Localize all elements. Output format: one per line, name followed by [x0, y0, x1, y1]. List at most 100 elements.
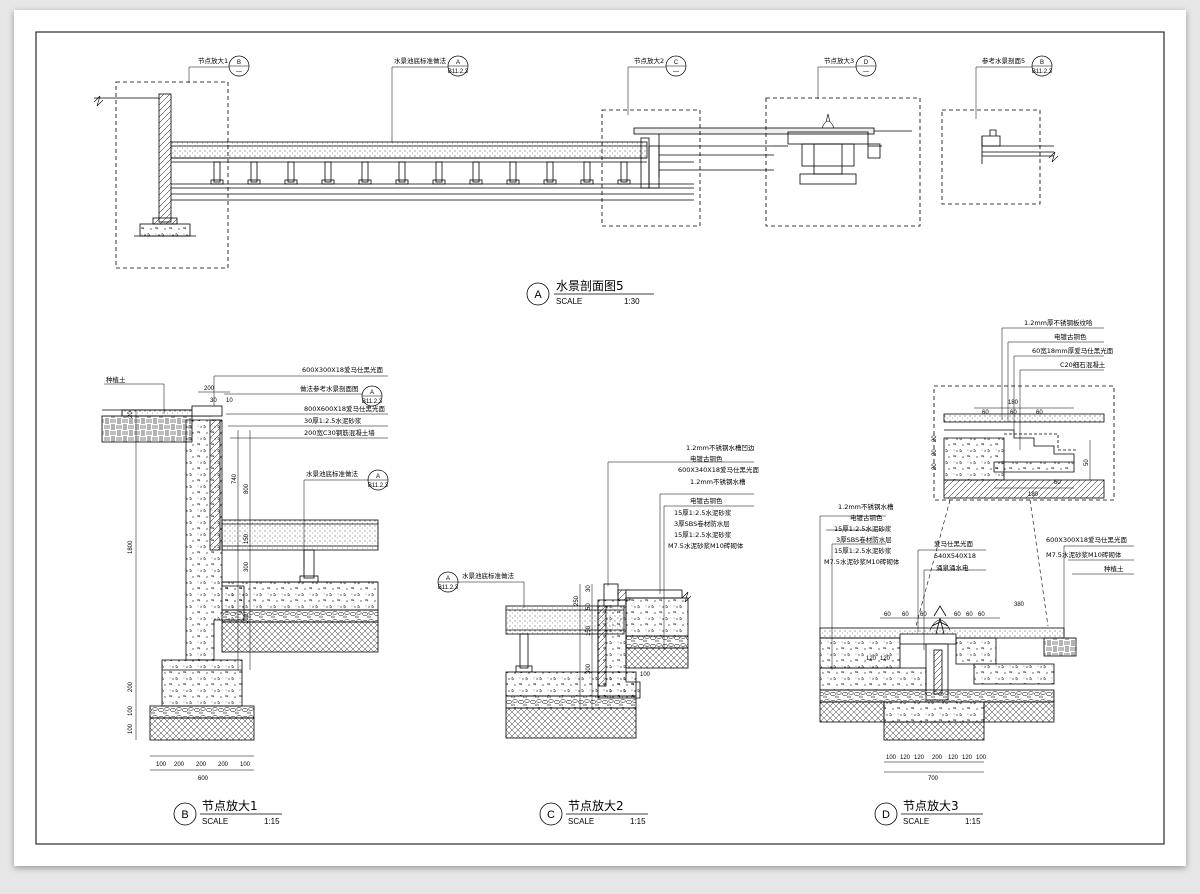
scale-value: 1:15: [965, 817, 981, 826]
dim-c-2: 250: [574, 595, 580, 606]
pedestal-support: [324, 161, 332, 183]
pedestal-support: [583, 161, 591, 183]
dim-c-5: 300: [586, 663, 592, 674]
dim-d-top-2: 60: [902, 612, 909, 618]
title-detail-b: B 节点放大1 SCALE 1:15: [173, 798, 282, 826]
note-d-top-1: 1.2mm厚不锈钢板纹哈: [1024, 318, 1093, 327]
dim-d-inset-5: 20: [932, 435, 938, 442]
scale-label: SCALE: [903, 817, 929, 826]
scale-value: 1:30: [624, 297, 640, 306]
dim-d-left-1: 120: [866, 656, 877, 662]
note-c-1: 1.2mm不锈钢水槽凹边: [686, 443, 755, 452]
dim-d-inset-7: 50: [1084, 459, 1090, 466]
note-d-right-1: 600X300X18爱马仕黑光面: [1046, 535, 1127, 544]
ref-letter: A: [370, 390, 374, 396]
pedestal-base: [358, 179, 372, 185]
scale-label: SCALE: [568, 817, 594, 826]
pedestal-base: [432, 179, 446, 185]
dim-d-left-2: 120: [880, 656, 891, 662]
dim-d-top-4: 60: [954, 612, 961, 618]
title-letter: A: [534, 289, 542, 301]
note-d-left-6: M7.5水泥砂浆M10砖砌体: [824, 557, 900, 566]
ref-sheet: B11.2.3: [368, 483, 389, 489]
dim-b-bottom-4: 200: [218, 762, 229, 768]
dim-b-inner-4: 300: [244, 561, 250, 572]
pedestal-base: [580, 179, 594, 185]
note-d-left-1: 1.2mm不锈钢水槽: [838, 502, 894, 511]
note-c-5: 电镀古铜色: [690, 496, 723, 505]
planting-soil-label: 种植土: [106, 375, 126, 384]
note-b-4: 30厚1:2.5水泥砂浆: [304, 416, 362, 425]
detail-c-drawing: [448, 461, 754, 739]
pedestal-support: [287, 161, 295, 183]
pedestal-base: [506, 179, 520, 185]
title-detail-c: C 节点放大2 SCALE 1:15: [539, 798, 648, 826]
ref-sheet: B11.2.3: [438, 585, 459, 591]
cad-drawing: 节点放大1 B — 水景池底标准做法 A B11.2.3 节点放大2 C — 节…: [35, 31, 1165, 845]
scale-label: SCALE: [556, 297, 582, 306]
note-d-top-4: C20细石混凝土: [1060, 360, 1106, 369]
dim-b-left-5: 100: [128, 723, 134, 734]
dim-b-left-1: 20: [128, 411, 134, 418]
dim-b-bottom-1: 100: [156, 762, 167, 768]
dim-d-inset-4: 60: [1036, 410, 1043, 416]
note-c-3: 600X340X18爱马仕黑光面: [678, 465, 759, 474]
dim-d-bottom-5: 120: [948, 755, 959, 761]
dim-b-bottom-3: 200: [196, 762, 207, 768]
note-d-mid-1: 爱马仕黑光面: [934, 539, 974, 548]
section-a-drawing: [93, 66, 1059, 269]
pedestal-support: [213, 161, 221, 183]
dim-b-top-1: 200: [204, 386, 215, 392]
callout-label: 参考水景剖面5: [982, 56, 1025, 65]
pedestal-base: [469, 179, 483, 185]
note-c-left: 水景池底标准做法: [462, 571, 515, 580]
callout-label: 节点放大2: [634, 56, 664, 65]
dim-d-bottom-3: 120: [914, 755, 925, 761]
note-b-1: 600X300X18爱马仕黑光面: [302, 365, 383, 374]
callout-letter: B: [237, 60, 241, 66]
callout-label: 节点放大1: [198, 56, 228, 65]
dim-d-inset-2: 60: [982, 410, 989, 416]
pedestal-base: [247, 179, 261, 185]
note-d-left-5: 15厚1:2.5水泥砂浆: [834, 546, 892, 555]
callout-sheet: —: [863, 69, 869, 75]
scale-value: 1:15: [630, 817, 646, 826]
callout-pool-bottom: 水景池底标准做法 A B11.2.3: [394, 55, 469, 77]
dim-d-inset-6: 20: [932, 449, 938, 456]
callout-sheet: —: [236, 69, 242, 75]
callout-reference: 参考水景剖面5 B B11.2.3: [982, 55, 1053, 77]
pedestal-base: [543, 179, 557, 185]
dim-b-left-3: 200: [128, 681, 134, 692]
dim-d-bottom-4: 200: [932, 755, 943, 761]
note-b-3: 800X600X18爱马仕黑光面: [304, 404, 385, 413]
dimensions-detail-b: 100 200 200 200 100 600 20 1800 200 100 …: [128, 386, 251, 782]
dim-b-inner-1: 740: [232, 473, 238, 484]
note-b-5: 200宽C30钢筋混凝土墙: [304, 428, 375, 437]
dim-b-inner-3: 150: [244, 533, 250, 544]
callout-letter: B: [1040, 60, 1044, 66]
dim-c-1: 30: [586, 585, 592, 592]
dimensions-detail-d: 180 60 60 60 20 20 50 20 180 60 60 60 60…: [866, 400, 1090, 782]
dim-c-4: 150: [586, 625, 592, 636]
dimensions-detail-c: 30 250 50 150 300 100: [574, 585, 651, 678]
note-c-7: 3厚SBS卷材防水层: [674, 519, 730, 528]
note-d-left-4: 3厚SBS卷材防水层: [836, 535, 892, 544]
dim-d-top-6: 60: [978, 612, 985, 618]
dim-b-left-4: 100: [128, 705, 134, 716]
dim-d-inset-1: 180: [1008, 400, 1019, 406]
view-title: 节点放大2: [568, 798, 624, 813]
dim-d-top-5: 60: [966, 612, 973, 618]
drawing-sheet: 节点放大1 B — 水景池底标准做法 A B11.2.3 节点放大2 C — 节…: [14, 10, 1186, 866]
pedestal-support: [509, 161, 517, 183]
dim-b-bottom-2: 200: [174, 762, 185, 768]
pedestal-support: [398, 161, 406, 183]
dim-d-bottom-6: 120: [962, 755, 973, 761]
note-d-mid-3: 涌泉涌水电: [936, 563, 969, 572]
dim-d-total: 700: [928, 776, 939, 782]
pedestal-base: [395, 179, 409, 185]
callout-node-3: 节点放大3 D —: [824, 55, 877, 77]
callout-sheet: B11.2.3: [448, 69, 469, 75]
note-d-left-2: 电镀古铜色: [850, 513, 883, 522]
callout-sheet: —: [673, 69, 679, 75]
dim-b-left-2: 1800: [128, 540, 134, 554]
